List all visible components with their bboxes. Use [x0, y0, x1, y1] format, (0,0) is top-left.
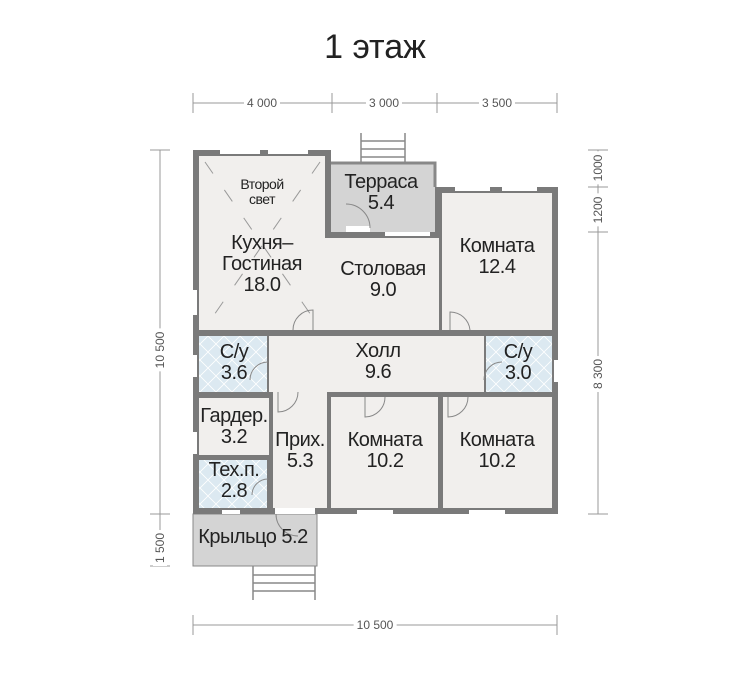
tech-room — [199, 460, 267, 508]
porch-area — [192, 513, 318, 567]
bath-right-area: 3.0 — [504, 362, 532, 384]
dim-top-2: 3 000 — [365, 96, 403, 110]
terrace-railing — [331, 161, 437, 187]
room-3-area: 10.2 — [478, 450, 516, 472]
entry-label: Прих.5.3 — [275, 430, 325, 472]
porch-label: Крыльцо 5.2 — [198, 526, 308, 548]
hall-area: 9.6 — [364, 361, 392, 383]
terrace-stairs — [360, 133, 406, 165]
tech-name: Тех.п. — [208, 459, 260, 481]
dim-left-1: 10 500 — [153, 328, 167, 372]
room-2-area: 10.2 — [366, 450, 404, 472]
dim-right-1: 1000 — [591, 151, 605, 185]
door-swings — [249, 203, 503, 537]
wardrobe-room — [199, 398, 269, 455]
bath-right-name: С/у — [503, 341, 533, 363]
porch-stairs — [252, 566, 316, 600]
entry-name: Прих. — [275, 429, 325, 451]
porch-area-value: 5.2 — [281, 526, 308, 548]
second-light-label: Второй свет — [240, 176, 284, 207]
room-3-name: Комната — [459, 429, 535, 451]
tech-label: Тех.п.2.8 — [209, 460, 260, 502]
hall-room — [269, 336, 484, 392]
bath-left-area: 3.6 — [220, 362, 248, 384]
room-2-name: Комната — [347, 429, 423, 451]
porch-name: Крыльцо — [198, 526, 277, 548]
dim-top-1: 4 000 — [243, 96, 281, 110]
room-1 — [442, 193, 552, 330]
dim-top-3: 3 500 — [478, 96, 516, 110]
wardrobe-label: Гардер.3.2 — [200, 405, 268, 448]
windows — [193, 150, 558, 514]
page-title: 1 этаж — [324, 28, 426, 66]
dining-name: Столовая — [340, 258, 426, 280]
room-2 — [331, 397, 438, 508]
bath-left-room — [199, 336, 267, 392]
dim-right-2: 1200 — [591, 193, 605, 227]
dining-room — [331, 238, 439, 330]
entry-area: 5.3 — [286, 450, 314, 472]
terrace-name: Терраса — [344, 171, 418, 193]
terrace-area-value: 5.4 — [367, 192, 395, 214]
dim-bottom: 10 500 — [353, 618, 397, 632]
hall-name: Холл — [355, 340, 401, 362]
room-3 — [443, 397, 552, 508]
dim-left-2: 1 500 — [153, 529, 167, 567]
wardrobe-name: Гардер. — [200, 405, 268, 427]
kitchen-room — [199, 156, 331, 330]
kitchen-name: Кухня–Гостиная — [222, 232, 302, 275]
terrace-area — [329, 163, 435, 233]
wardrobe-area: 3.2 — [220, 426, 248, 448]
dining-area: 9.0 — [369, 279, 397, 301]
bath-left-name: С/у — [219, 341, 249, 363]
room-1-area: 12.4 — [478, 256, 516, 278]
bath-right-room — [486, 336, 552, 392]
kitchen-area: 18.0 — [243, 274, 281, 296]
dim-right-3: 8 300 — [591, 355, 605, 393]
room-1-name: Комната — [459, 235, 535, 257]
tech-area: 2.8 — [220, 480, 248, 502]
